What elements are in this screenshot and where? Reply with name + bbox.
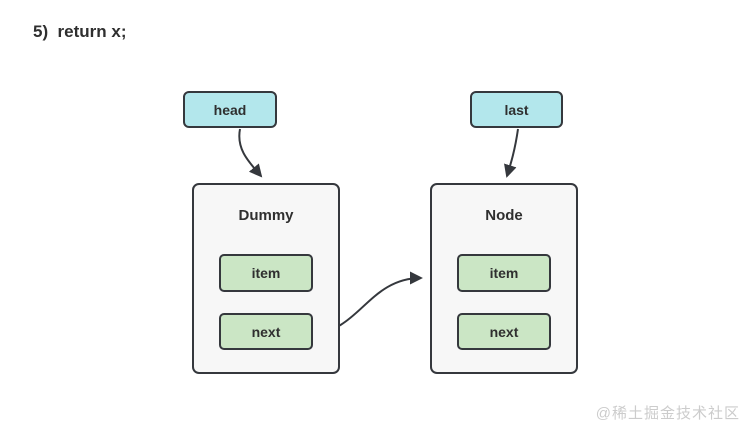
node-dummy-title: Dummy bbox=[238, 207, 294, 224]
node-node-title: Node bbox=[485, 207, 523, 224]
dummy-next-field: next bbox=[219, 313, 313, 350]
node-next-field: next bbox=[457, 313, 551, 350]
node-box-node: Node item next bbox=[430, 183, 578, 374]
dummy-item-label: item bbox=[251, 265, 281, 281]
pointer-last-label: last bbox=[504, 101, 529, 118]
pointer-head-label: head bbox=[213, 101, 247, 118]
pointer-box-last: last bbox=[470, 91, 563, 128]
pointer-box-head: head bbox=[183, 91, 277, 128]
arrow-head-to-dummy bbox=[238, 128, 263, 178]
node-item-field: item bbox=[457, 254, 551, 292]
arrow-last-to-node bbox=[504, 128, 519, 178]
node-item-label: item bbox=[489, 265, 519, 281]
step-label: 5) return x; bbox=[33, 22, 127, 41]
dummy-item-field: item bbox=[219, 254, 313, 292]
node-box-dummy: Dummy item next bbox=[192, 183, 340, 374]
watermark: @稀土掘金技术社区 bbox=[595, 405, 740, 422]
dummy-next-label: next bbox=[251, 323, 281, 340]
node-next-label: next bbox=[489, 323, 519, 340]
